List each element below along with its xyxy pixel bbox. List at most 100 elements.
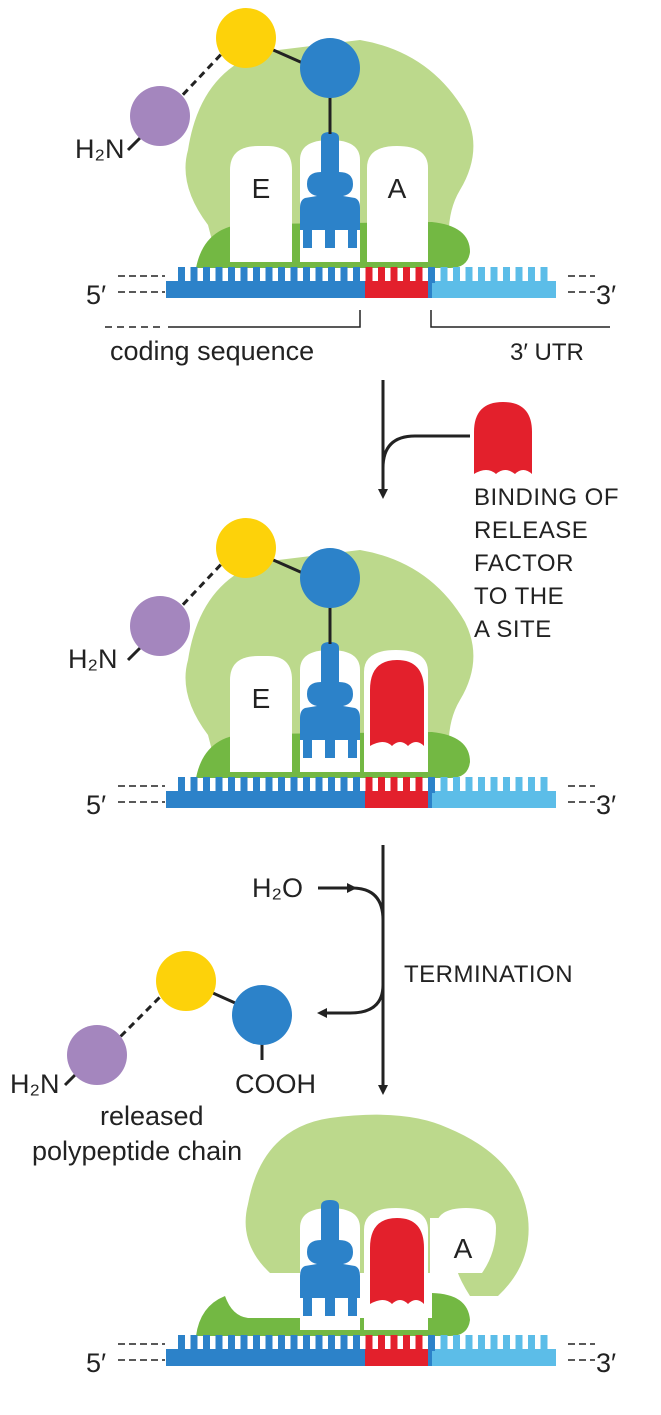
mrna-base	[265, 777, 273, 793]
mrna-base	[303, 267, 310, 283]
three-prime-label: 3′	[596, 280, 616, 310]
e-site-pocket	[230, 146, 292, 262]
amino-acid-circle-icon	[300, 548, 360, 608]
amino-acid-circle-icon	[130, 86, 190, 146]
mrna-base	[540, 777, 548, 793]
amino-terminus-label: H₂N	[75, 134, 124, 164]
three-prime-utr-label: 3′ UTR	[510, 339, 584, 366]
mrna-base	[353, 267, 360, 283]
mrna-base	[203, 267, 210, 283]
mrna-base	[403, 267, 410, 283]
mrna-base	[528, 1335, 535, 1351]
mrna-base	[490, 267, 498, 283]
mrna-base	[290, 777, 298, 793]
mrna-base	[278, 267, 285, 283]
amino-acid-circle-icon	[300, 38, 360, 98]
a-site-label: A	[454, 1233, 473, 1264]
mrna-base	[353, 1335, 360, 1351]
termination-step: H₂O TERMINATION	[252, 845, 573, 1095]
panel-2-ribosome: E UAG H₂N 5′ 3′	[68, 518, 616, 820]
trna-icon	[300, 1200, 360, 1298]
five-prime-label: 5′	[86, 790, 106, 820]
stop-codon-block	[365, 791, 428, 808]
water-label: H₂O	[252, 873, 303, 903]
mrna-base	[203, 777, 210, 793]
coding-sequence-label: coding sequence	[110, 336, 314, 366]
mrna-base	[178, 777, 185, 793]
mrna-base	[253, 267, 260, 283]
mrna-base	[503, 1335, 510, 1351]
mrna-base	[240, 1335, 248, 1351]
mrna-base	[278, 1335, 285, 1351]
mrna-base	[440, 777, 448, 793]
a-site-pocket	[436, 1208, 496, 1273]
binding-line-1: BINDING OF	[474, 484, 619, 511]
panel-1-ribosome: E A UAG H₂N 5′ 3′ coding sequence 3′ UTR	[75, 8, 616, 366]
stop-codon-block	[365, 281, 428, 298]
amino-terminus-label: H₂N	[68, 644, 117, 674]
mrna-base	[328, 1335, 335, 1351]
mrna-base	[265, 1335, 273, 1351]
mrna-base	[228, 267, 235, 283]
mrna-base	[528, 267, 535, 283]
mrna-base	[390, 1335, 398, 1351]
mrna-base	[453, 777, 460, 793]
e-site-label: E	[252, 173, 271, 204]
stop-codon-label: UAG	[378, 758, 414, 775]
mrna-base	[190, 267, 198, 283]
mrna-base	[403, 1335, 410, 1351]
mrna-base	[215, 777, 223, 793]
mrna-base	[465, 1335, 473, 1351]
released-chain-line-2: polypeptide chain	[32, 1136, 242, 1166]
mrna-base	[453, 267, 460, 283]
mrna-base	[228, 1335, 235, 1351]
mrna-base	[415, 267, 423, 283]
released-polypeptide: H₂N COOH released polypeptide chain	[10, 951, 316, 1166]
mrna-strand	[118, 267, 595, 298]
mrna-base	[353, 777, 360, 793]
mrna-base	[390, 267, 398, 283]
mrna-base	[203, 1335, 210, 1351]
mrna-base	[253, 777, 260, 793]
utr-bracket	[430, 310, 610, 328]
mrna-base	[440, 267, 448, 283]
mrna-base	[265, 267, 273, 283]
peptide-bond-dashed	[174, 554, 231, 614]
mrna-base	[428, 777, 435, 793]
mrna-base	[478, 777, 485, 793]
termination-label: TERMINATION	[404, 961, 573, 988]
stop-codon-label: UAG	[378, 1316, 414, 1333]
mrna-base	[465, 777, 473, 793]
stop-codon-block	[365, 1349, 428, 1366]
binding-line-5: A SITE	[474, 616, 552, 643]
mrna-base	[528, 777, 535, 793]
mrna-base	[503, 777, 510, 793]
mrna-base	[303, 1335, 310, 1351]
three-prime-label: 3′	[596, 1348, 616, 1378]
mrna-strand	[118, 1335, 595, 1366]
mrna-base	[328, 777, 335, 793]
mrna-base	[478, 267, 485, 283]
mrna-base	[253, 1335, 260, 1351]
binding-step-label: BINDING OF RELEASE FACTOR TO THE A SITE	[474, 484, 619, 643]
mrna-base	[515, 267, 523, 283]
peptide-bond-dashed	[113, 987, 170, 1044]
mrna-base	[340, 267, 348, 283]
released-chain-line-1: released	[100, 1101, 204, 1131]
mrna-base	[190, 777, 198, 793]
release-factor-icon	[370, 1218, 424, 1304]
p-site-trna	[300, 1200, 360, 1316]
mrna-base	[428, 1335, 435, 1351]
mrna-base	[340, 777, 348, 793]
mrna-base	[403, 777, 410, 793]
three-prime-label: 3′	[596, 790, 616, 820]
p-site-trna	[300, 132, 360, 248]
mrna-base	[365, 1335, 373, 1351]
mrna-base	[240, 267, 248, 283]
amino-acid-circle-icon	[232, 985, 292, 1045]
mrna-base	[215, 1335, 223, 1351]
panel-3-dissociating-ribosome: A UAG 5′ 3′	[86, 1114, 616, 1378]
mrna-utr-backbone	[432, 791, 556, 808]
mrna-base	[190, 1335, 198, 1351]
